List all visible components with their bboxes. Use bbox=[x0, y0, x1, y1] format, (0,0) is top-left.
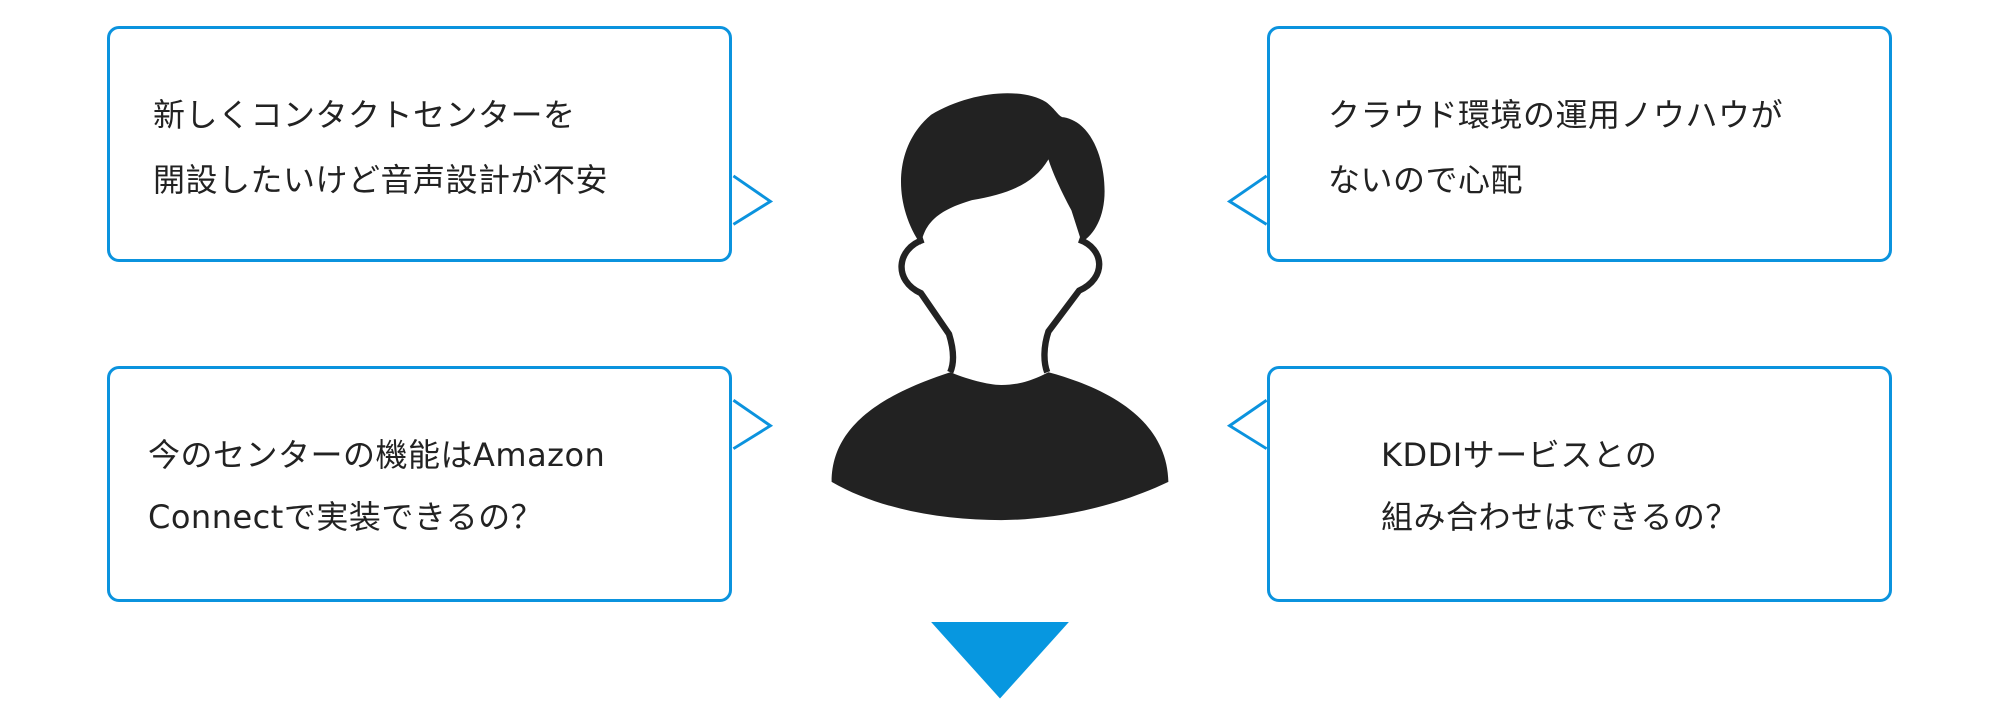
speech-bubble-cloud-concern: クラウド環境の運用ノウハウが ないので心配 bbox=[1267, 26, 1892, 262]
bubble-text: 開設したいけど音声設計が不安 bbox=[153, 161, 609, 199]
bubble-text: 新しくコンタクトセンターを bbox=[153, 96, 576, 134]
down-arrow-icon bbox=[931, 622, 1069, 699]
speech-bubble-design-concern: 新しくコンタクトセンターを 開設したいけど音声設計が不安 bbox=[107, 26, 732, 262]
body bbox=[831, 372, 1169, 521]
bubble-text: クラウド環境の運用ノウハウが bbox=[1328, 96, 1784, 134]
bubble-tails bbox=[732, 174, 1268, 450]
bubble-text: KDDIサービスとの bbox=[1381, 436, 1658, 474]
speech-bubble-amazon-connect-question: 今のセンターの機能はAmazon Connectで実装できるの？ bbox=[107, 366, 732, 602]
tail-top-left bbox=[732, 174, 774, 226]
tail-bottom-left bbox=[732, 399, 774, 450]
bubble-text: 組み合わせはできるの？ bbox=[1381, 498, 1738, 536]
speech-bubble-kddi-question: KDDIサービスとの 組み合わせはできるの？ bbox=[1267, 366, 1892, 602]
bubble-text: ないので心配 bbox=[1328, 161, 1524, 199]
person-silhouette-icon bbox=[831, 93, 1169, 521]
bubble-text: 今のセンターの機能はAmazon bbox=[148, 436, 606, 474]
tail-bottom-right bbox=[1226, 399, 1268, 450]
tail-top-right bbox=[1226, 174, 1268, 226]
face-outline bbox=[898, 236, 1103, 374]
hair bbox=[901, 93, 1105, 245]
bubble-text: Connectで実装できるの？ bbox=[148, 498, 544, 536]
